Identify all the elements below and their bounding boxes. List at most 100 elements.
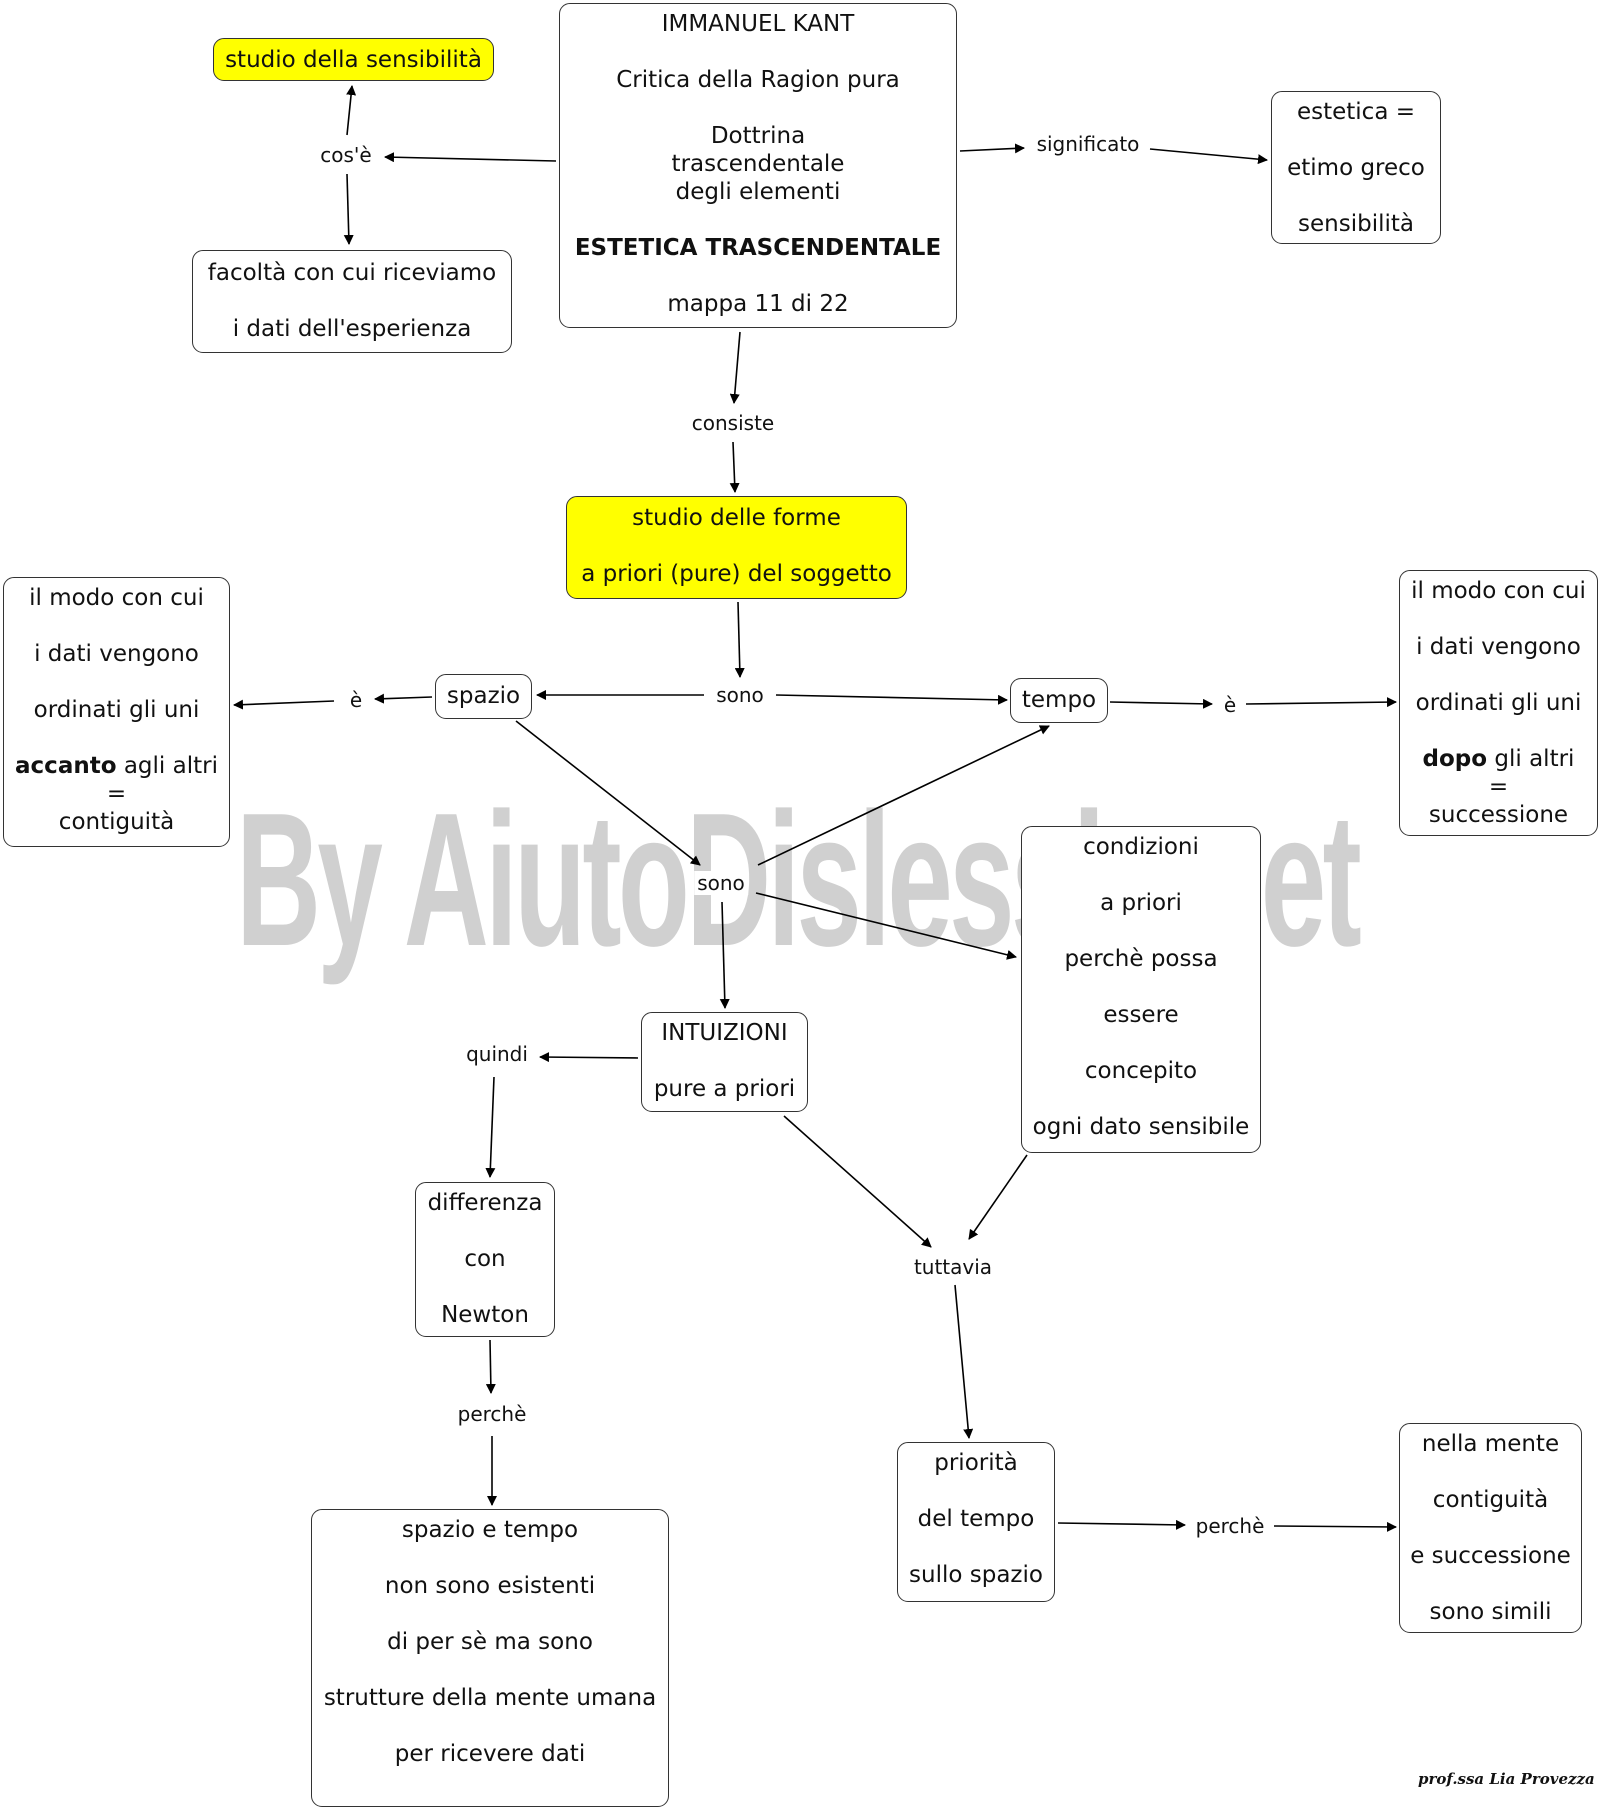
arrow-condizioni-to-tuttavia xyxy=(968,1154,1028,1240)
modo-tempo-line-2: i dati vengono xyxy=(1416,634,1581,660)
nella-mente-line-2: contiguità xyxy=(1432,1487,1549,1513)
modo-tempo-line-3: ordinati gli uni xyxy=(1415,690,1582,716)
arrow-studio-forme-to-sono xyxy=(734,601,745,678)
title-doctrine-2: trascendentale xyxy=(671,151,845,177)
intuizioni-line-1: INTUIZIONI xyxy=(661,1020,788,1046)
link-label-tuttavia: tuttavia xyxy=(910,1255,996,1279)
link-label-sono-top: sono xyxy=(713,683,767,707)
modo-tempo-node: il modo con cui i dati vengono ordinati … xyxy=(1399,570,1598,836)
modo-spazio-line-2: i dati vengono xyxy=(34,641,199,667)
link-label-e-right: è xyxy=(1220,693,1240,717)
arrow-sono-mid-to-tempo xyxy=(757,725,1050,866)
arrow-title-to-significato xyxy=(959,143,1025,154)
spazio-label: spazio xyxy=(446,683,521,709)
title-map-number: mappa 11 di 22 xyxy=(667,291,849,317)
link-label-e-left: è xyxy=(346,688,366,712)
arrow-intuizioni-to-tuttavia xyxy=(783,1115,932,1248)
arrow-quindi-to-differenza xyxy=(485,1076,496,1178)
spazio-tempo-node: spazio e tempo non sono esistenti di per… xyxy=(311,1509,669,1807)
condizioni-line-5: concepito xyxy=(1084,1058,1198,1084)
modo-spazio-keyword: accanto xyxy=(15,753,117,779)
title-work: Critica della Ragion pura xyxy=(616,67,900,93)
title-doctrine-3: degli elementi xyxy=(675,179,841,205)
modo-tempo-line-6: successione xyxy=(1428,802,1569,828)
spazio-node: spazio xyxy=(435,674,532,719)
arrow-tuttavia-to-priorita xyxy=(954,1284,974,1439)
arrow-sono-mid-to-condizioni xyxy=(755,892,1017,960)
tempo-label: tempo xyxy=(1021,687,1097,713)
arrow-sono-mid-to-intuizioni xyxy=(719,901,730,1009)
link-label-perche-right: perchè xyxy=(1192,1514,1268,1538)
link-label-consiste: consiste xyxy=(688,411,778,435)
priorita-line-1: priorità xyxy=(934,1450,1018,1476)
priorita-node: priorità del tempo sullo spazio xyxy=(897,1442,1055,1602)
facolta-node: facoltà con cui riceviamo i dati dell'es… xyxy=(192,250,512,353)
differenza-node: differenza con Newton xyxy=(415,1182,555,1337)
arrow-sono-to-tempo xyxy=(775,694,1008,705)
differenza-line-3: Newton xyxy=(441,1302,529,1328)
arrow-e-left-to-modo-spazio xyxy=(233,699,335,710)
spazio-tempo-line-2: non sono esistenti xyxy=(384,1573,596,1599)
arrow-priorita-to-perche-right xyxy=(1057,1519,1186,1530)
modo-spazio-line-1: il modo con cui xyxy=(29,585,204,611)
arrow-title-to-consiste xyxy=(729,331,741,404)
title-node: IMMANUEL KANT Critica della Ragion pura … xyxy=(559,3,957,328)
differenza-line-2: con xyxy=(464,1246,506,1272)
nella-mente-line-1: nella mente xyxy=(1421,1431,1560,1457)
arrow-tempo-to-e-right xyxy=(1109,698,1213,709)
condizioni-line-6: ogni dato sensibile xyxy=(1032,1114,1250,1140)
title-topic: ESTETICA TRASCENDENTALE xyxy=(574,235,942,261)
author-signature: prof.ssa Lia Provezza xyxy=(1418,1770,1595,1788)
studio-forme-node: studio delle forme a priori (pure) del s… xyxy=(566,496,907,599)
modo-tempo-line-1: il modo con cui xyxy=(1411,578,1586,604)
tempo-node: tempo xyxy=(1010,678,1108,723)
modo-tempo-line-4-rest: gli altri xyxy=(1487,746,1575,772)
studio-sensibilita-label: studio della sensibilità xyxy=(225,47,482,73)
arrow-consiste-to-studio-forme xyxy=(729,441,740,493)
estetica-line-1: estetica = xyxy=(1296,99,1416,125)
link-label-cose: cos'è xyxy=(317,143,375,167)
spazio-tempo-line-1: spazio e tempo xyxy=(401,1517,579,1543)
studio-sensibilita-node: studio della sensibilità xyxy=(213,38,494,81)
link-label-significato: significato xyxy=(1033,132,1143,156)
nella-mente-node: nella mente contiguità e successione son… xyxy=(1399,1423,1582,1633)
priorita-line-3: sullo spazio xyxy=(909,1562,1043,1588)
studio-forme-line-2: a priori (pure) del soggetto xyxy=(581,561,892,587)
intuizioni-node: INTUIZIONI pure a priori xyxy=(641,1012,808,1112)
nella-mente-line-4: sono simili xyxy=(1429,1599,1552,1625)
title-author: IMMANUEL KANT xyxy=(661,11,855,37)
differenza-line-1: differenza xyxy=(427,1190,543,1216)
modo-spazio-line-5: = xyxy=(106,781,127,807)
arrow-e-right-to-modo-tempo xyxy=(1245,697,1397,708)
link-label-quindi: quindi xyxy=(463,1042,531,1066)
spazio-tempo-line-5: per ricevere dati xyxy=(394,1741,586,1767)
arrow-spazio-to-e-left xyxy=(374,693,433,704)
facolta-line-1: facoltà con cui riceviamo xyxy=(207,260,497,286)
link-label-sono-mid: sono xyxy=(694,871,748,895)
modo-spazio-line-6: contiguità xyxy=(58,809,175,835)
condizioni-node: condizioni a priori perchè possa essere … xyxy=(1021,826,1261,1153)
condizioni-line-3: perchè possa xyxy=(1064,946,1218,972)
arrow-title-to-cose xyxy=(384,152,557,163)
condizioni-line-1: condizioni xyxy=(1083,834,1199,860)
modo-tempo-keyword: dopo xyxy=(1422,746,1488,772)
arrow-cose-to-facolta xyxy=(343,173,354,245)
title-doctrine-1: Dottrina xyxy=(710,123,806,149)
priorita-line-2: del tempo xyxy=(917,1506,1035,1532)
modo-spazio-line-4: accanto agli altri xyxy=(4,752,229,780)
facolta-line-2: i dati dell'esperienza xyxy=(232,316,472,342)
modo-spazio-line-4-rest: agli altri xyxy=(116,753,218,779)
estetica-line-3: sensibilità xyxy=(1298,211,1414,237)
modo-spazio-node: il modo con cui i dati vengono ordinati … xyxy=(3,577,230,847)
spazio-tempo-line-3: di per sè ma sono xyxy=(387,1629,593,1655)
condizioni-line-4: essere xyxy=(1103,1002,1179,1028)
arrow-cose-to-studio-sensibilita xyxy=(346,85,357,136)
arrow-spazio-to-sono-mid xyxy=(515,720,701,866)
arrow-significato-to-estetica xyxy=(1149,148,1268,165)
studio-forme-line-1: studio delle forme xyxy=(632,505,841,531)
modo-spazio-line-3: ordinati gli uni xyxy=(33,697,200,723)
nella-mente-line-3: e successione xyxy=(1410,1543,1571,1569)
intuizioni-line-2: pure a priori xyxy=(653,1076,796,1102)
